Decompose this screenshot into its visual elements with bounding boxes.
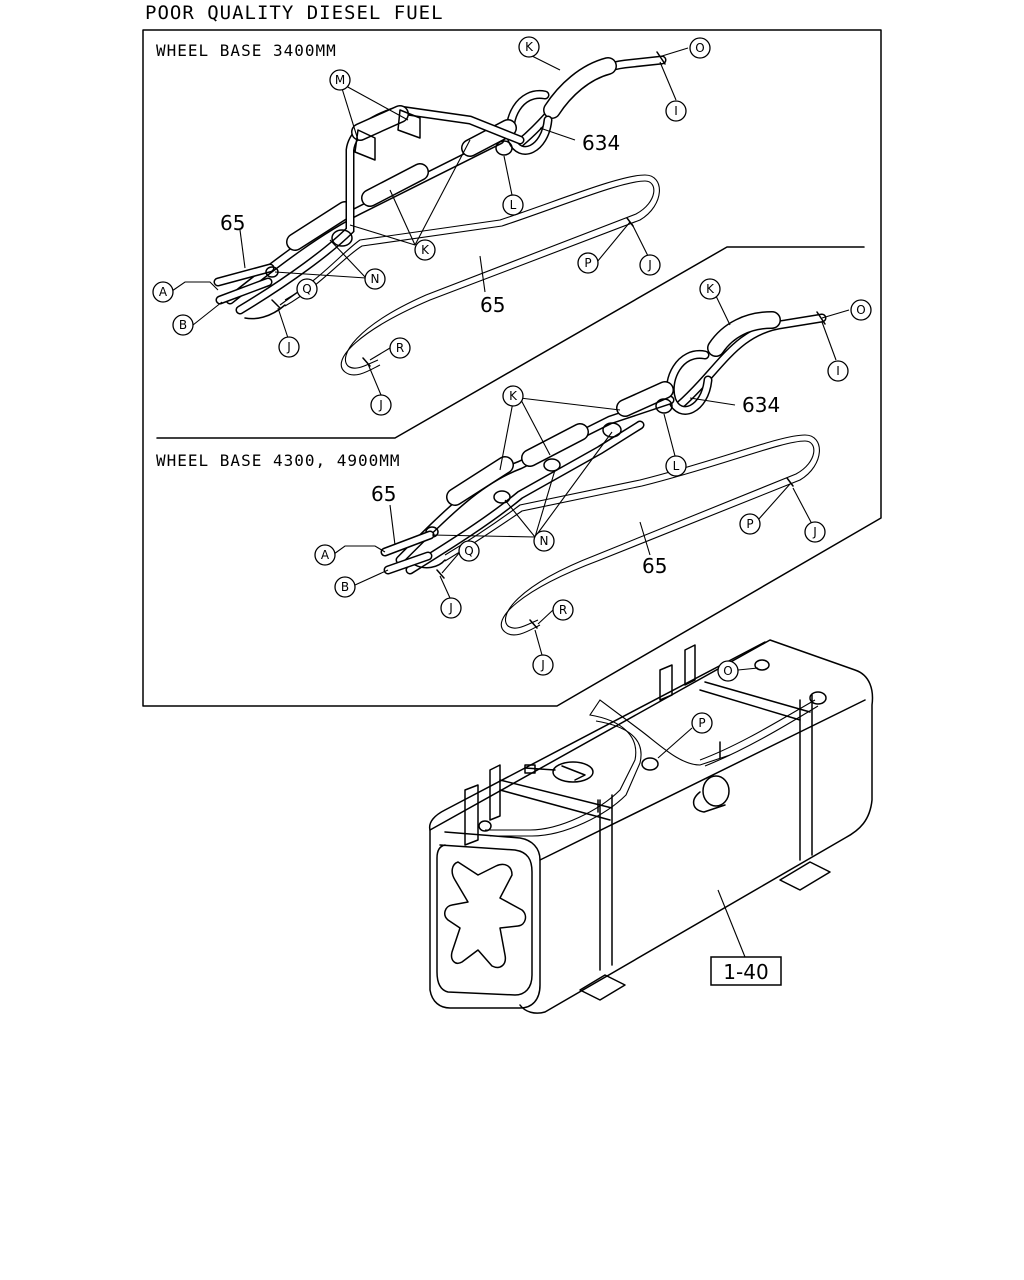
svg-text:I: I — [836, 364, 840, 378]
svg-text:K: K — [509, 389, 518, 403]
svg-text:P: P — [584, 256, 591, 270]
tank-reference-box: 1-40 — [710, 956, 782, 986]
callout-j-upper-2: J — [639, 254, 661, 276]
callout-i-lower: I — [827, 360, 849, 382]
callout-o-tank: O — [717, 660, 739, 682]
callout-n-upper: N — [364, 268, 386, 290]
leader-tank-ref — [717, 889, 746, 958]
svg-text:R: R — [559, 603, 567, 617]
callout-o-lower: O — [850, 299, 872, 321]
lower-callouts: K O I K L N A B Q J P J R J — [314, 278, 872, 676]
callout-j-upper-1: J — [278, 336, 300, 358]
callout-r-upper: R — [389, 337, 411, 359]
svg-text:O: O — [856, 303, 865, 317]
svg-text:K: K — [525, 40, 534, 54]
svg-text:J: J — [286, 340, 291, 354]
page-title: POOR QUALITY DIESEL FUEL — [145, 2, 444, 24]
upper-leaders — [171, 47, 689, 396]
callout-k-upper-2: K — [414, 239, 436, 261]
svg-text:J: J — [647, 258, 652, 272]
lower-leaders — [333, 295, 850, 656]
upper-pipe-number-65b: 65 — [480, 293, 505, 317]
svg-text:J: J — [378, 398, 383, 412]
diagram-frame — [142, 29, 882, 707]
callout-q-upper: Q — [296, 278, 318, 300]
svg-text:J: J — [540, 658, 545, 672]
upper-section-label: WHEEL BASE 3400MM — [156, 41, 337, 60]
callout-p-upper: P — [577, 252, 599, 274]
callout-i-upper: I — [665, 100, 687, 122]
svg-text:L: L — [510, 198, 517, 212]
callout-j-lower-3: J — [532, 654, 554, 676]
section-divider — [156, 246, 865, 439]
callout-b-upper: B — [172, 314, 194, 336]
callout-l-lower: L — [665, 455, 687, 477]
callout-j-lower-2: J — [804, 521, 826, 543]
callout-m-upper: M — [329, 69, 351, 91]
callout-a-upper: A — [152, 281, 174, 303]
svg-text:Q: Q — [302, 282, 311, 296]
upper-pipe-number-65a: 65 — [220, 211, 245, 235]
fuel-tank — [428, 639, 874, 1014]
svg-text:B: B — [341, 580, 349, 594]
upper-assembly — [213, 51, 667, 376]
callout-k-upper-1: K — [518, 36, 540, 58]
svg-text:N: N — [540, 534, 549, 548]
callout-k-lower-2: K — [502, 385, 524, 407]
svg-text:J: J — [448, 601, 453, 615]
svg-text:Q: Q — [464, 544, 473, 558]
upper-callouts: K O I M L K N A B Q J P J R J — [152, 36, 711, 416]
leader-o-tank — [737, 667, 759, 671]
callout-o-upper: O — [689, 37, 711, 59]
callout-b-lower: B — [334, 576, 356, 598]
callout-k-lower-1: K — [699, 278, 721, 300]
svg-text:P: P — [698, 716, 705, 730]
svg-text:B: B — [179, 318, 187, 332]
svg-text:O: O — [695, 41, 704, 55]
svg-text:L: L — [673, 459, 680, 473]
svg-text:K: K — [421, 243, 430, 257]
svg-text:I: I — [674, 104, 678, 118]
svg-text:M: M — [335, 73, 345, 87]
callout-j-upper-3: J — [370, 394, 392, 416]
callout-r-lower: R — [552, 599, 574, 621]
upper-hose-number-634: 634 — [582, 131, 620, 155]
tank-reference-number: 1-40 — [723, 960, 768, 984]
callout-q-lower: Q — [458, 540, 480, 562]
callout-p-tank: P — [691, 712, 713, 734]
svg-text:K: K — [706, 282, 715, 296]
leader-p-tank — [657, 727, 693, 759]
svg-text:A: A — [321, 548, 330, 562]
svg-text:A: A — [159, 285, 168, 299]
callout-l-upper: L — [502, 194, 524, 216]
callout-p-lower: P — [739, 513, 761, 535]
svg-text:N: N — [371, 272, 380, 286]
callout-j-lower-1: J — [440, 597, 462, 619]
svg-text:O: O — [723, 664, 732, 678]
lower-hose-number-634: 634 — [742, 393, 780, 417]
lower-pipe-number-65b: 65 — [642, 554, 667, 578]
lower-section-label: WHEEL BASE 4300, 4900MM — [156, 451, 401, 470]
svg-text:R: R — [396, 341, 404, 355]
lower-pipe-number-65a: 65 — [371, 482, 396, 506]
svg-text:P: P — [746, 517, 753, 531]
callout-n-lower: N — [533, 530, 555, 552]
lower-assembly — [380, 311, 827, 636]
svg-text:J: J — [812, 525, 817, 539]
callout-a-lower: A — [314, 544, 336, 566]
